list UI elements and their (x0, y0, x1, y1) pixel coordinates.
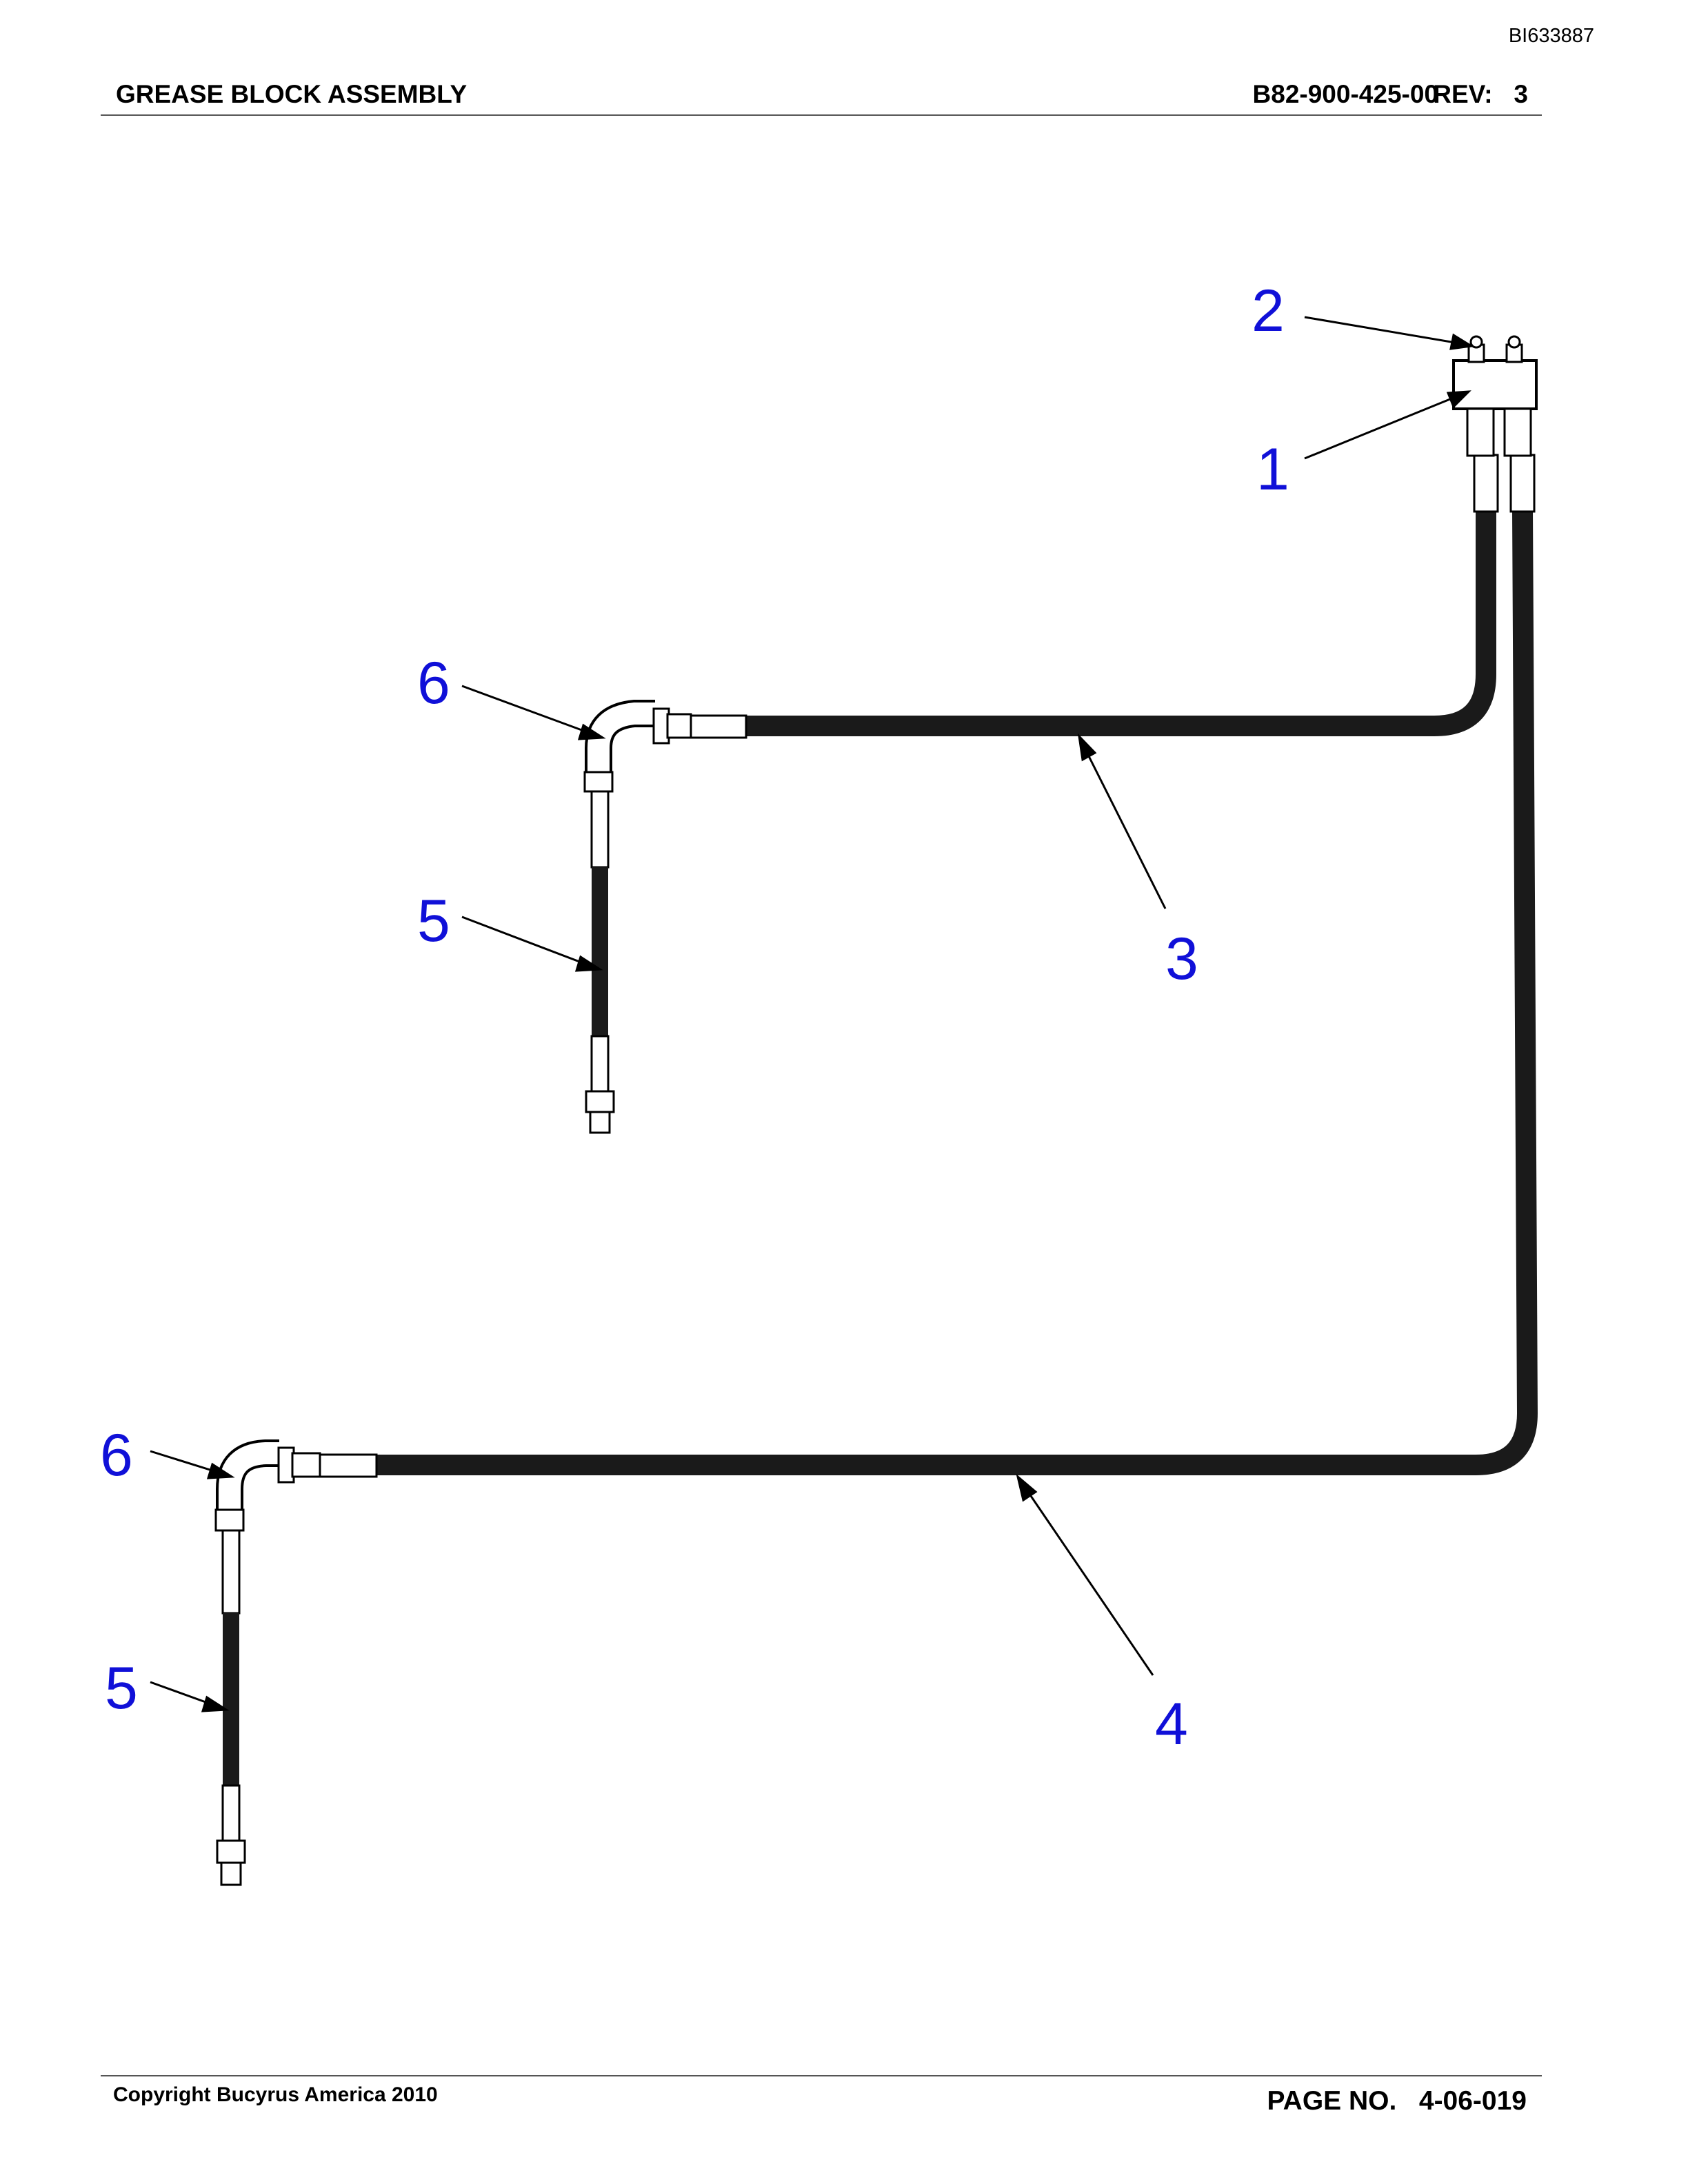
leader-2 (1304, 316, 1468, 346)
hose-5-lower-ferrule-bottom (221, 1784, 241, 1842)
hose-4 (317, 454, 1538, 1478)
leader-4 (1019, 1480, 1154, 1676)
callout-4: 4 (1155, 1691, 1188, 1757)
revision-value: 3 (1514, 80, 1528, 108)
hose-5-upper-hex (585, 1090, 615, 1113)
leader-6a-arrow (577, 723, 606, 740)
leader-5a-arrow (574, 955, 603, 972)
leader-3-arrow (1077, 733, 1097, 762)
upper-elbow-assembly (583, 700, 692, 1134)
grease-fitting-right-cap (1507, 335, 1521, 349)
leader-5b-arrow (201, 1695, 230, 1712)
hose-5-upper-thread (589, 1111, 611, 1134)
leader-3 (1080, 740, 1167, 909)
hose-5-upper-ferrule-top (590, 790, 610, 869)
hose-5-lower-hex (216, 1839, 246, 1864)
callout-5-upper: 5 (417, 888, 450, 954)
block-port-left (1466, 407, 1495, 457)
document-id: BI633887 (1508, 25, 1594, 47)
leader-5a (461, 916, 596, 969)
lower-elbow-assembly (214, 1439, 321, 1886)
copyright: Copyright Bucyrus America 2010 (113, 2083, 438, 2106)
page-number: PAGE NO. 4-06-019 (1267, 2086, 1527, 2116)
leader-lines (150, 316, 1475, 1712)
leader-6a (461, 685, 599, 738)
leader-6b-arrow (206, 1462, 235, 1479)
hose-5-lower-ferrule-top (221, 1529, 241, 1615)
hose-5-lower-body (223, 1613, 239, 1786)
hose-4-ferrule-top (1509, 454, 1536, 513)
page-title: GREASE BLOCK ASSEMBLY (116, 80, 468, 108)
hose-3-ferrule-left (688, 714, 747, 739)
hose-3-body (745, 510, 1496, 736)
block-port-right (1503, 407, 1532, 457)
callouts: 2 1 6 5 3 6 5 4 (100, 278, 1289, 1757)
hose-3-ferrule-top (1473, 454, 1499, 513)
grease-block (1452, 335, 1538, 457)
revision-label: REV: (1433, 80, 1493, 108)
revision: REV: 3 (1433, 80, 1528, 109)
page-number-label: PAGE NO. (1267, 2086, 1397, 2116)
callout-6-upper: 6 (417, 650, 450, 716)
part-number: B82-900-425-00 (1252, 80, 1438, 108)
page-number-value: 4-06-019 (1418, 2086, 1527, 2116)
callout-2: 2 (1252, 278, 1285, 344)
callout-6-lower: 6 (100, 1422, 133, 1488)
elbow-6-upper-adapter (666, 713, 692, 739)
leader-2-arrow (1449, 333, 1475, 350)
elbow-6-lower-hex (214, 1508, 245, 1532)
hose-5-upper-body (592, 867, 608, 1036)
leader-1 (1304, 392, 1466, 460)
callout-5-lower: 5 (105, 1655, 138, 1721)
hose-5-upper-ferrule-bottom (590, 1035, 610, 1093)
elbow-6-upper-inner (587, 702, 655, 772)
callout-3: 3 (1165, 926, 1198, 992)
elbow-6-lower-adapter (291, 1452, 321, 1478)
elbow-6-upper-hex (583, 771, 614, 793)
leader-1-arrow (1446, 390, 1471, 409)
callout-1: 1 (1256, 436, 1289, 503)
hose-4-body (376, 509, 1538, 1475)
hose-5-lower-thread (220, 1861, 242, 1886)
hose-3 (688, 454, 1499, 739)
grease-block-body (1452, 359, 1538, 410)
elbow-6-lower-inner (219, 1442, 279, 1510)
page-header: GREASE BLOCK ASSEMBLY B82-900-425-00 REV… (101, 80, 1542, 116)
grease-fitting-left-cap (1469, 335, 1483, 349)
page-footer: Copyright Bucyrus America 2010 PAGE NO. … (101, 2075, 1542, 2116)
hose-4-ferrule-left (317, 1453, 378, 1478)
leader-4-arrow (1016, 1473, 1038, 1502)
